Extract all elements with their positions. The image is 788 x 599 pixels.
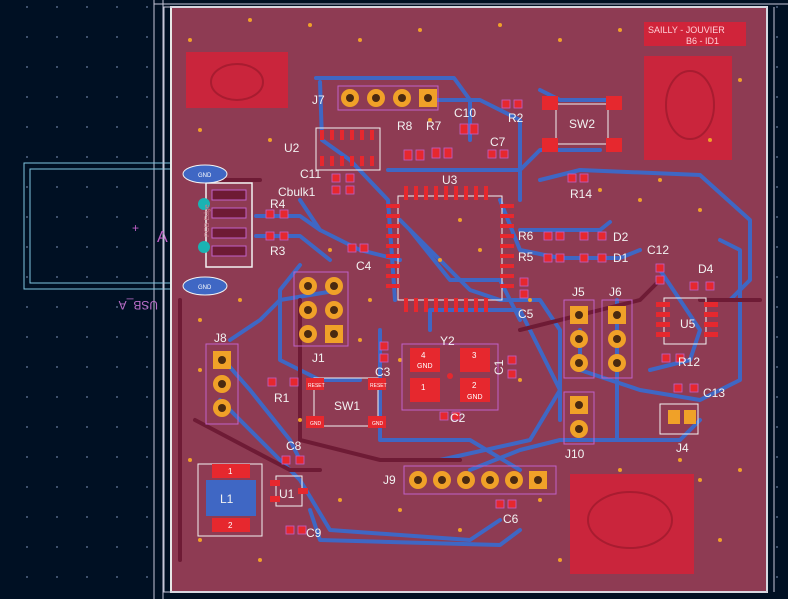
ref-u1: U1 <box>279 487 295 501</box>
ref-c10: C10 <box>454 106 476 120</box>
svg-text:2: 2 <box>228 521 233 530</box>
ic-u1[interactable] <box>270 475 308 507</box>
pcb-edge-label: PCB Edge <box>204 204 211 237</box>
ref-r14: R14 <box>570 187 592 201</box>
ref-sw1: SW1 <box>334 399 360 413</box>
ref-d4: D4 <box>698 262 714 276</box>
connector-j5[interactable] <box>563 299 595 379</box>
origin-marker: A <box>157 229 168 246</box>
switch-sw1[interactable]: RESET RESET GND GND <box>306 377 387 428</box>
ref-r4: R4 <box>270 197 286 211</box>
ref-c4: C4 <box>356 259 372 273</box>
board-edge-cuts <box>163 6 768 593</box>
ref-c8: C8 <box>286 439 302 453</box>
svg-text:GND: GND <box>198 173 212 179</box>
ref-c11: C11 <box>300 167 321 181</box>
svg-text:GND: GND <box>372 421 384 427</box>
ref-j4: J4 <box>676 441 689 455</box>
ref-c12: C12 <box>647 243 669 257</box>
connector-j4[interactable] <box>659 403 699 435</box>
reference-designators: J7 U2 R8 R7 C10 R2 SW2 C7 C11 Cbulk1 U3 … <box>214 93 725 540</box>
ref-l1: L1 <box>220 492 234 506</box>
ref-r6: R6 <box>518 229 534 243</box>
ic-u3[interactable] <box>386 186 514 312</box>
author-block: SAILLY - JOUVIER B6 - ID1 <box>644 22 746 46</box>
svg-text:1: 1 <box>228 467 233 476</box>
svg-text:GND: GND <box>310 421 322 427</box>
ic-u5[interactable] <box>656 297 718 345</box>
ref-r2: R2 <box>508 111 524 125</box>
front-copper-traces <box>178 178 762 562</box>
connector-j10[interactable] <box>563 391 595 445</box>
smd-passives <box>265 99 715 535</box>
ref-y2: Y2 <box>440 334 455 348</box>
ref-j1: J1 <box>312 351 325 365</box>
crosshair-icon: + <box>132 221 139 235</box>
ref-c9: C9 <box>306 526 322 540</box>
ref-c6: C6 <box>503 512 519 526</box>
mounting-hole-icon <box>198 198 210 210</box>
svg-text:GND: GND <box>417 363 433 370</box>
ref-r7: R7 <box>426 119 442 133</box>
mounting-hole-icon <box>198 241 210 253</box>
ref-j10: J10 <box>565 447 585 461</box>
connector-j7[interactable] <box>337 85 439 111</box>
ref-r5: R5 <box>518 250 534 264</box>
usb-footprint-outline <box>23 162 185 290</box>
ref-j8: J8 <box>214 331 227 345</box>
svg-text:4: 4 <box>421 351 426 360</box>
ic-u2[interactable] <box>315 127 381 171</box>
group-text: B6 - ID1 <box>686 36 719 46</box>
ref-j5: J5 <box>572 285 585 299</box>
svg-text:GND: GND <box>467 394 483 401</box>
ref-r12: R12 <box>678 355 700 369</box>
ref-u5: U5 <box>680 317 696 331</box>
inductor-l1[interactable]: 1 2 <box>197 463 263 537</box>
connector-j8[interactable] <box>205 343 239 425</box>
ref-j9: J9 <box>383 473 396 487</box>
svg-text:2: 2 <box>472 381 477 390</box>
ref-d1: D1 <box>613 251 629 265</box>
copper-zone-logos <box>186 52 732 574</box>
ref-c7: C7 <box>490 135 506 149</box>
switch-sw2[interactable] <box>542 96 622 152</box>
connector-j9[interactable] <box>403 465 557 495</box>
ref-c1: C1 <box>492 359 506 375</box>
ref-cbulk1: Cbulk1 <box>278 185 316 199</box>
svg-text:GND: GND <box>198 285 212 291</box>
ref-c2: C2 <box>450 411 466 425</box>
ref-c13: C13 <box>703 386 725 400</box>
svg-text:1: 1 <box>421 383 426 392</box>
svg-text:3: 3 <box>472 351 477 360</box>
author-text: SAILLY - JOUVIER <box>648 25 725 35</box>
ref-d2: D2 <box>613 230 629 244</box>
ref-sw2: SW2 <box>569 117 595 131</box>
ref-c3: C3 <box>375 365 391 379</box>
drawing-sheet-frame <box>153 0 788 599</box>
usb-connector[interactable]: GND GND PCB Edge <box>182 164 253 296</box>
ref-r8: R8 <box>397 119 413 133</box>
usb-footprint-label: USB_A <box>119 298 158 312</box>
connector-j6[interactable] <box>601 299 633 379</box>
ref-j7: J7 <box>312 93 325 107</box>
via-icon <box>188 18 742 562</box>
svg-text:RESET: RESET <box>308 383 325 389</box>
crystal-y2[interactable]: 4 GND 3 1 2 GND <box>401 343 499 411</box>
ref-r3: R3 <box>270 244 286 258</box>
svg-text:RESET: RESET <box>370 383 387 389</box>
ref-u3: U3 <box>442 173 458 187</box>
ref-c5: C5 <box>518 307 534 321</box>
ref-j6: J6 <box>609 285 622 299</box>
connector-j1[interactable] <box>293 271 349 347</box>
ref-r1: R1 <box>274 391 290 405</box>
ref-u2: U2 <box>284 141 300 155</box>
